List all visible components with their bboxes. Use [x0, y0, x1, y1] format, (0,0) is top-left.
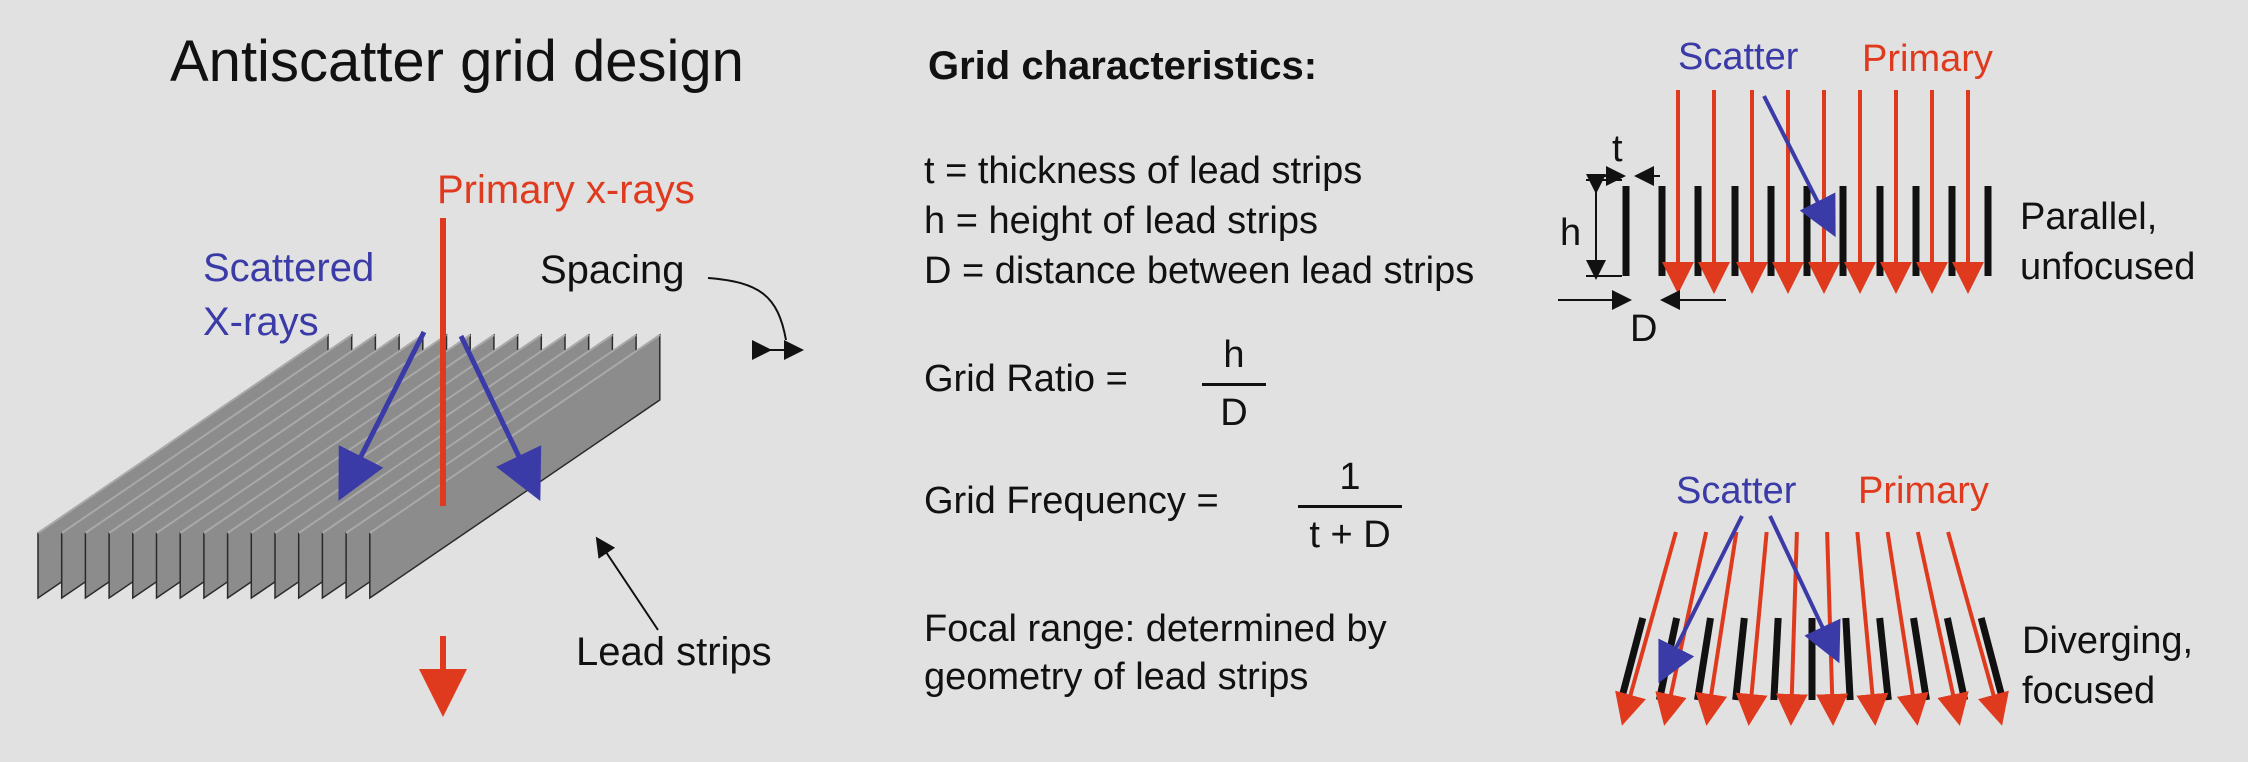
parallel-lead-strip — [1731, 186, 1739, 276]
parallel-primary-label: Primary — [1862, 38, 1993, 80]
parallel-scatter-ray — [1762, 95, 1836, 238]
focal-range-line1: Focal range: determined by — [924, 608, 1387, 650]
ratio-numerator: h — [1223, 334, 1245, 376]
focused-primary-ray — [1695, 531, 1739, 726]
primary-xrays-label: Primary x-rays — [437, 168, 695, 212]
lead-strips-label: Lead strips — [576, 630, 772, 674]
lead-strip-top-edge — [108, 334, 400, 534]
parallel-d-label: D — [1630, 308, 1658, 350]
grid-frequency-fraction: 1 t + D — [1298, 456, 1402, 557]
spacing-label: Spacing — [540, 248, 685, 292]
definitions-list: t = thickness of lead strips h = height … — [924, 146, 1474, 296]
focal-range-line2: geometry of lead strips — [924, 656, 1309, 698]
parallel-lead-strip — [1767, 186, 1775, 276]
parallel-lead-strip — [1948, 186, 1956, 276]
focused-scatter-ray-right — [1768, 515, 1841, 664]
lead-strip-top-edge — [84, 334, 376, 534]
focused-lead-strip — [1617, 617, 1647, 701]
parallel-t-label: t — [1612, 128, 1623, 170]
focused-primary-ray — [1855, 531, 1889, 726]
focused-primary-ray — [1775, 531, 1808, 726]
focused-lead-strip — [1732, 617, 1748, 701]
page-title: Antiscatter grid design — [170, 29, 744, 94]
frequency-denominator: t + D — [1309, 514, 1391, 556]
frequency-fraction-bar — [1298, 505, 1402, 508]
scattered-label-line1: Scattered — [203, 246, 375, 290]
parallel-caption-line2: unfocused — [2020, 246, 2196, 288]
parallel-lead-strip — [1984, 186, 1992, 276]
parallel-lead-strip — [1622, 186, 1630, 276]
scattered-label-line2: X-rays — [203, 300, 319, 344]
parallel-lead-strip — [1694, 186, 1702, 276]
characteristics-heading: Grid characteristics: — [928, 44, 1318, 88]
lead-strip-top-edge — [132, 334, 424, 534]
parallel-scatter-label: Scatter — [1678, 36, 1799, 78]
focused-lead-strip — [1694, 617, 1714, 701]
scatter-ray-right — [458, 334, 542, 502]
lead-strip-top-edge — [155, 334, 448, 534]
lead-strip-top-edge — [274, 334, 566, 534]
parallel-caption-line1: Parallel, — [2020, 196, 2158, 238]
definition-d: D = distance between lead strips — [924, 250, 1475, 292]
lead-strip-top-edge — [179, 334, 471, 534]
lead-strips-3d — [37, 333, 661, 600]
focused-lead-strip — [1943, 617, 1969, 701]
scatter-ray-left — [338, 330, 427, 501]
focused-caption-line1: Diverging, — [2022, 620, 2194, 662]
focused-grid — [1615, 515, 2009, 726]
focused-caption-line2: focused — [2022, 670, 2156, 712]
parallel-lead-strip — [1658, 186, 1666, 276]
parallel-lead-strip — [1839, 186, 1847, 276]
focused-scatter-ray-left — [1658, 515, 1744, 684]
grid-frequency-label: Grid Frequency = — [924, 480, 1219, 522]
focused-lead-strip — [1770, 617, 1782, 701]
focused-primary-label: Primary — [1858, 470, 1989, 512]
focused-primary-ray — [1885, 531, 1929, 726]
focused-primary-ray — [1615, 531, 1678, 726]
ratio-denominator: D — [1220, 392, 1248, 434]
spacing-leader-line — [707, 277, 787, 341]
definition-h: h = height of lead strips — [924, 200, 1318, 242]
grid-ratio-label: Grid Ratio = — [924, 358, 1128, 400]
focused-lead-strip — [1977, 617, 2007, 701]
focused-lead-strip — [1842, 617, 1854, 701]
lead-strip-top-edge — [250, 334, 542, 534]
parallel-h-label: h — [1560, 212, 1582, 254]
lead-strip-top-edge — [37, 334, 329, 534]
lead-strip-top-edge — [369, 334, 661, 534]
parallel-grid — [1622, 90, 1992, 294]
focused-primary-ray — [1946, 531, 2009, 726]
lead-strip-top-edge — [61, 334, 353, 534]
grid-ratio-fraction: h D — [1202, 334, 1266, 435]
focused-primary-ray — [1816, 531, 1849, 726]
focused-scatter-label: Scatter — [1676, 470, 1797, 512]
lead-strips-leader — [595, 536, 659, 631]
focused-lead-strip — [1876, 617, 1892, 701]
focused-primary-ray — [1915, 531, 1969, 726]
parallel-lead-strip — [1876, 186, 1884, 276]
focused-primary-ray — [1735, 531, 1769, 726]
definition-t: t = thickness of lead strips — [924, 150, 1363, 192]
ratio-fraction-bar — [1202, 383, 1266, 386]
parallel-lead-strip — [1912, 186, 1920, 276]
frequency-numerator: 1 — [1339, 456, 1361, 498]
parallel-lead-strip — [1803, 186, 1811, 276]
focused-lead-strip — [1910, 617, 1930, 701]
lead-strip-top-edge — [345, 334, 637, 534]
